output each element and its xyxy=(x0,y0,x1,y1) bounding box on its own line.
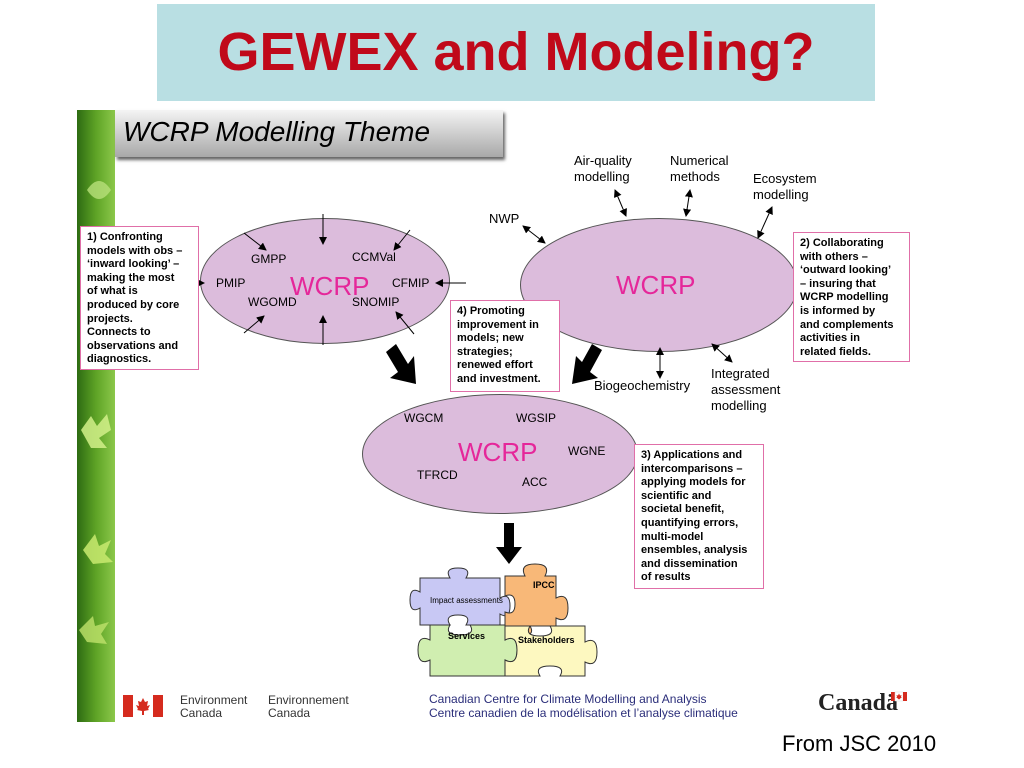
puzzle-piece-stakeholders xyxy=(504,625,598,677)
gmpp-label: GMPP xyxy=(251,252,287,266)
puzzle-ipcc-label: IPCC xyxy=(533,580,555,590)
puzzle-stakeholders-label: Stakeholders xyxy=(518,635,575,645)
right-wcrp-label: WCRP xyxy=(616,270,696,300)
cfmip-label: CFMIP xyxy=(392,276,430,290)
biogeochemistry-label: Biogeochemistry xyxy=(594,378,691,393)
wgne-label: WGNE xyxy=(568,444,606,458)
wgcm-label: WGCM xyxy=(404,411,444,425)
nwp-label: NWP xyxy=(489,211,520,226)
source-citation: From JSC 2010 xyxy=(782,731,937,756)
pmip-label: PMIP xyxy=(216,276,246,290)
title-banner: GEWEX and Modeling? xyxy=(157,4,875,101)
cccma-name: Canadian Centre for Climate Modelling an… xyxy=(429,692,738,720)
leaf-decoration xyxy=(77,110,115,722)
canada-flag-icon xyxy=(123,695,163,717)
acc-label: ACC xyxy=(522,475,548,489)
slide-title: GEWEX and Modeling? xyxy=(217,22,815,82)
wgsip-label: WGSIP xyxy=(516,411,557,425)
ccmval-label: CCMVal xyxy=(352,250,396,264)
bottom-wcrp-ellipse xyxy=(362,394,638,514)
wgomd-label: WGOMD xyxy=(248,295,297,309)
left-wcrp-label: WCRP xyxy=(290,271,370,301)
snomip-label: SNOMIP xyxy=(352,295,400,309)
puzzle-services-label: Services xyxy=(448,631,486,641)
puzzle-impact-label: Impact assessments xyxy=(430,596,503,605)
tfrcd-label: TFRCD xyxy=(417,468,458,482)
canada-wordmark: Canadä xyxy=(818,690,899,716)
theme-heading: WCRP Modelling Theme xyxy=(123,116,431,147)
theme-heading-bar: WCRP Modelling Theme xyxy=(115,110,503,157)
bottom-wcrp-label: WCRP xyxy=(458,437,538,467)
